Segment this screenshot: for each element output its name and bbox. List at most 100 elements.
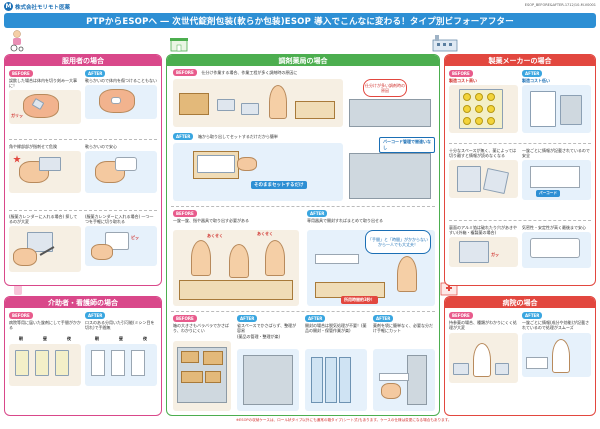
factory-building-icon [432, 34, 458, 52]
stacked-cases-illustration [305, 349, 367, 411]
pharm-row-2: BEFORE 一錠一錠、指や器具で取り出す必要がある あくせく あくせく AFT… [173, 210, 435, 308]
after-tag: AFTER [85, 312, 106, 319]
after-tag: AFTER [305, 315, 326, 322]
maker-row-2: 十分なスペースが無く、薬によっては切り離すと情報が読めなくなる 一錠ごとに情報が… [449, 147, 591, 217]
maker-row-3: 裏面のアルミ箔は破れたり穴があきやすい(外箱・複製薬の場合) ガッ 気密性・安定… [449, 224, 591, 284]
labeled-pack-illustration: パーコード [522, 160, 591, 201]
nurse-row: BEFORE 病院等用に届いた錠剤にして手間がかかる 朝 昼 夜 AFTER ロ… [9, 312, 157, 412]
after-tag: AFTER [237, 315, 258, 322]
after-tag: AFTER [373, 315, 394, 322]
sfx-busy-1: あくせく [207, 233, 223, 238]
pharm-after-2-time: 所用時間約3秒！ [341, 296, 378, 304]
hospital-building-icon [440, 280, 458, 296]
hospital-after-caption: 一錠ごとに情報(成分や効能)が記載されているので処理がスムーズ [522, 320, 590, 331]
care-before-2: 角や縁部部が指刺せて危険 [9, 143, 81, 207]
pharm-after-3-caption: 省スペースでかさばらず、整理が容易 [237, 323, 297, 334]
soft-corner-illustration [85, 151, 157, 194]
soft-pack-illustration [85, 85, 157, 120]
care-after-3-caption: (服薬カレンダーに入れる場合) 一つ一つを手軽に切り取れる [85, 214, 154, 225]
compact-storage-illustration [237, 349, 299, 411]
pharm-after-2: AFTER 専用器具で開封すればまとめて取り出せる 「手間」と「時間」がかからな… [307, 210, 435, 308]
nurse-after: AFTER ロスのある分用いた引可能(ミシン目を切れ)で手間無 朝 昼 夜 [85, 312, 157, 412]
swallow-illustration: ガリッ [9, 90, 81, 125]
after-tag: AFTER [522, 312, 543, 319]
sealed-pack-illustration [522, 232, 591, 269]
calculator-illustration [522, 85, 591, 134]
panel-hospital: 病院の場合 BEFORE 持参薬の場合、種類がわかりにくく処理が大変 AFTER… [444, 296, 596, 416]
pharm-after-1-caption: 箱から取り出してセットするだけだから簡単 [197, 134, 278, 139]
roll-cut-illustration [373, 349, 435, 411]
pocket-label-noon: 昼 [118, 336, 124, 342]
after-tag: AFTER [522, 70, 543, 77]
maker-row-1: BEFORE 製造コスト高い AFTER 製造コスト低い [449, 70, 591, 140]
tear-off-illustration: ピッ [85, 226, 157, 267]
manual-picking-illustration: あくせく あくせく [173, 230, 299, 306]
pocket-label-noon: 昼 [42, 336, 48, 342]
pharm-after-1-callout: バーコード管理で間違いなし [379, 137, 435, 153]
maker-after-1: AFTER 製造コスト低い [522, 70, 591, 140]
maker-before-3: 裏面のアルミ箔は破れたり穴があきやすい(外箱・複製薬の場合) ガッ [449, 224, 518, 284]
care-before-2-caption: 角や縁部部が指刺せて危険 [9, 144, 57, 149]
scissors-cut-illustration [9, 226, 81, 273]
before-tag: BEFORE [173, 69, 197, 76]
barcode-callout: パーコード [536, 190, 560, 198]
pocket-label-night: 夜 [142, 336, 148, 342]
pharm-before-1: BEFORE 仕分け作業する場合、作業工程が多く調剤時の原因に 仕分けが多い調剤… [173, 69, 435, 129]
after-tag: AFTER [307, 210, 328, 217]
sfx-crunch: ガリッ [11, 113, 23, 119]
footer-note: ※ESOPの収納ケースは、ロール状タイプ以外にも通常の箱タイプ(シート式)もあり… [236, 418, 452, 422]
company-name: 株式会社モリモト医薬 [15, 4, 71, 11]
sfx-tear: ピッ [131, 235, 139, 241]
panel-care-recipient: 服用者の場合 BEFORE 誤飲した場合は体内を切り刻み一大事に！ ガリッ AF… [4, 54, 162, 286]
bulky-boxes-illustration [173, 341, 231, 411]
pocket-label-night: 夜 [66, 336, 72, 342]
ptp-sheet-illustration [449, 85, 518, 134]
after-tag: AFTER [85, 70, 106, 77]
care-before-3-caption: (服薬カレンダーに入れる場合) 探してるのが大変 [9, 214, 78, 225]
panel-title-pharmacy: 調剤薬局の場合 [167, 55, 439, 66]
before-tag: BEFORE [173, 210, 197, 217]
before-tag: BEFORE [9, 70, 33, 77]
pharm-after-4: AFTER 開封の場合は脱気処理が不要！(薬品の開封・保管作業が楽) [305, 315, 367, 413]
maker-after-3-caption: 気密性・安定性が高く最後まで安心 [522, 225, 586, 230]
maker-after-3: 気密性・安定性が高く最後まで安心 [522, 224, 591, 284]
maker-after-2-caption: 一錠ごとに情報が記載されているので安全 [522, 148, 590, 159]
before-tag: BEFORE [173, 315, 197, 322]
logo-mark: M [4, 2, 13, 11]
nurse-before: BEFORE 病院等用に届いた錠剤にして手間がかかる 朝 昼 夜 [9, 312, 81, 412]
before-tag: BEFORE [449, 70, 473, 77]
pharm-after-1: AFTER 箱から取り出してセットするだけだから簡単 そのままセットするだけ バ… [173, 133, 435, 203]
care-before-1-caption: 誤飲した場合は体内を切り刻み一大事に！ [9, 78, 77, 89]
pharm-after-2-bubble: 「手間」と「時間」がかからないから一人でも大丈夫！ [365, 230, 431, 254]
panel-title-manufacturer: 製薬メーカーの場合 [445, 55, 595, 66]
sorting-work-illustration [173, 79, 343, 127]
pharm-before-3-caption: 箱の大きさもバラバラでかさばり、わかりにくい [173, 323, 229, 334]
hospital-row: BEFORE 持参薬の場合、種類がわかりにくく処理が大変 AFTER 一錠ごとに… [449, 312, 591, 412]
pharm-before-1-caption: 仕分け作業する場合、作業工程が多く調剤時の原因に [201, 70, 298, 75]
panel-title-nurse: 介助者・看護師の場合 [5, 297, 161, 308]
care-after-1: AFTER 軟らかいので体内を傷つけることもない [85, 70, 157, 136]
panel-caregiver-nurse: 介助者・看護師の場合 BEFORE 病院等用に届いた錠剤にして手間がかかる 朝 … [4, 296, 162, 416]
pharm-after-5-caption: 薬剤を袋に簡単なく、必要な分だけ手軽にカット [373, 323, 433, 334]
pharm-after-2-caption: 専用器具で開封すればまとめて取り出せる [307, 218, 383, 223]
maker-before-1-caption: 製造コスト高い [449, 78, 477, 83]
care-before-1: BEFORE 誤飲した場合は体内を切り刻み一大事に！ ガリッ [9, 70, 81, 136]
maker-before-2-caption: 十分なスペースが無く、薬によっては切り離すと情報が読めなくなる [449, 148, 517, 159]
smooth-handling-illustration [522, 333, 591, 378]
pharm-before-3: BEFORE 箱の大きさもバラバラでかさばり、わかりにくい [173, 315, 231, 413]
torn-label-illustration [449, 160, 518, 199]
sfx-crack: ガッ [491, 252, 499, 258]
packed-doses-illustration [85, 344, 157, 387]
pharm-after-5: AFTER 薬剤を袋に簡単なく、必要な分だけ手軽にカット [373, 315, 435, 413]
care-row-1: BEFORE 誤飲した場合は体内を切り刻み一大事に！ ガリッ AFTER 軟らか… [9, 70, 157, 136]
pharm-after-3: AFTER 省スペースでかさばらず、整理が容易 (薬品の管理・整理が楽) [237, 315, 299, 413]
before-tag: BEFORE [449, 312, 473, 319]
pharm-after-4-caption: 開封の場合は脱気処理が不要！(薬品の開封・保管作業が楽) [305, 323, 367, 334]
hospital-after: AFTER 一錠ごとに情報(成分や効能)が記載されているので処理がスムーズ [522, 312, 591, 412]
before-pocket-labels: 朝 昼 夜 [9, 336, 81, 342]
after-tag: AFTER [173, 133, 194, 140]
maker-before-1: BEFORE 製造コスト高い [449, 70, 518, 140]
after-pocket-labels: 朝 昼 夜 [85, 336, 157, 342]
pharm-before-2: BEFORE 一錠一錠、指や器具で取り出す必要がある あくせく あくせく [173, 210, 299, 308]
top-bar: M 株式会社モリモト医薬 ESOP_BEFORE&AFTER-1712/10-M… [0, 0, 600, 14]
